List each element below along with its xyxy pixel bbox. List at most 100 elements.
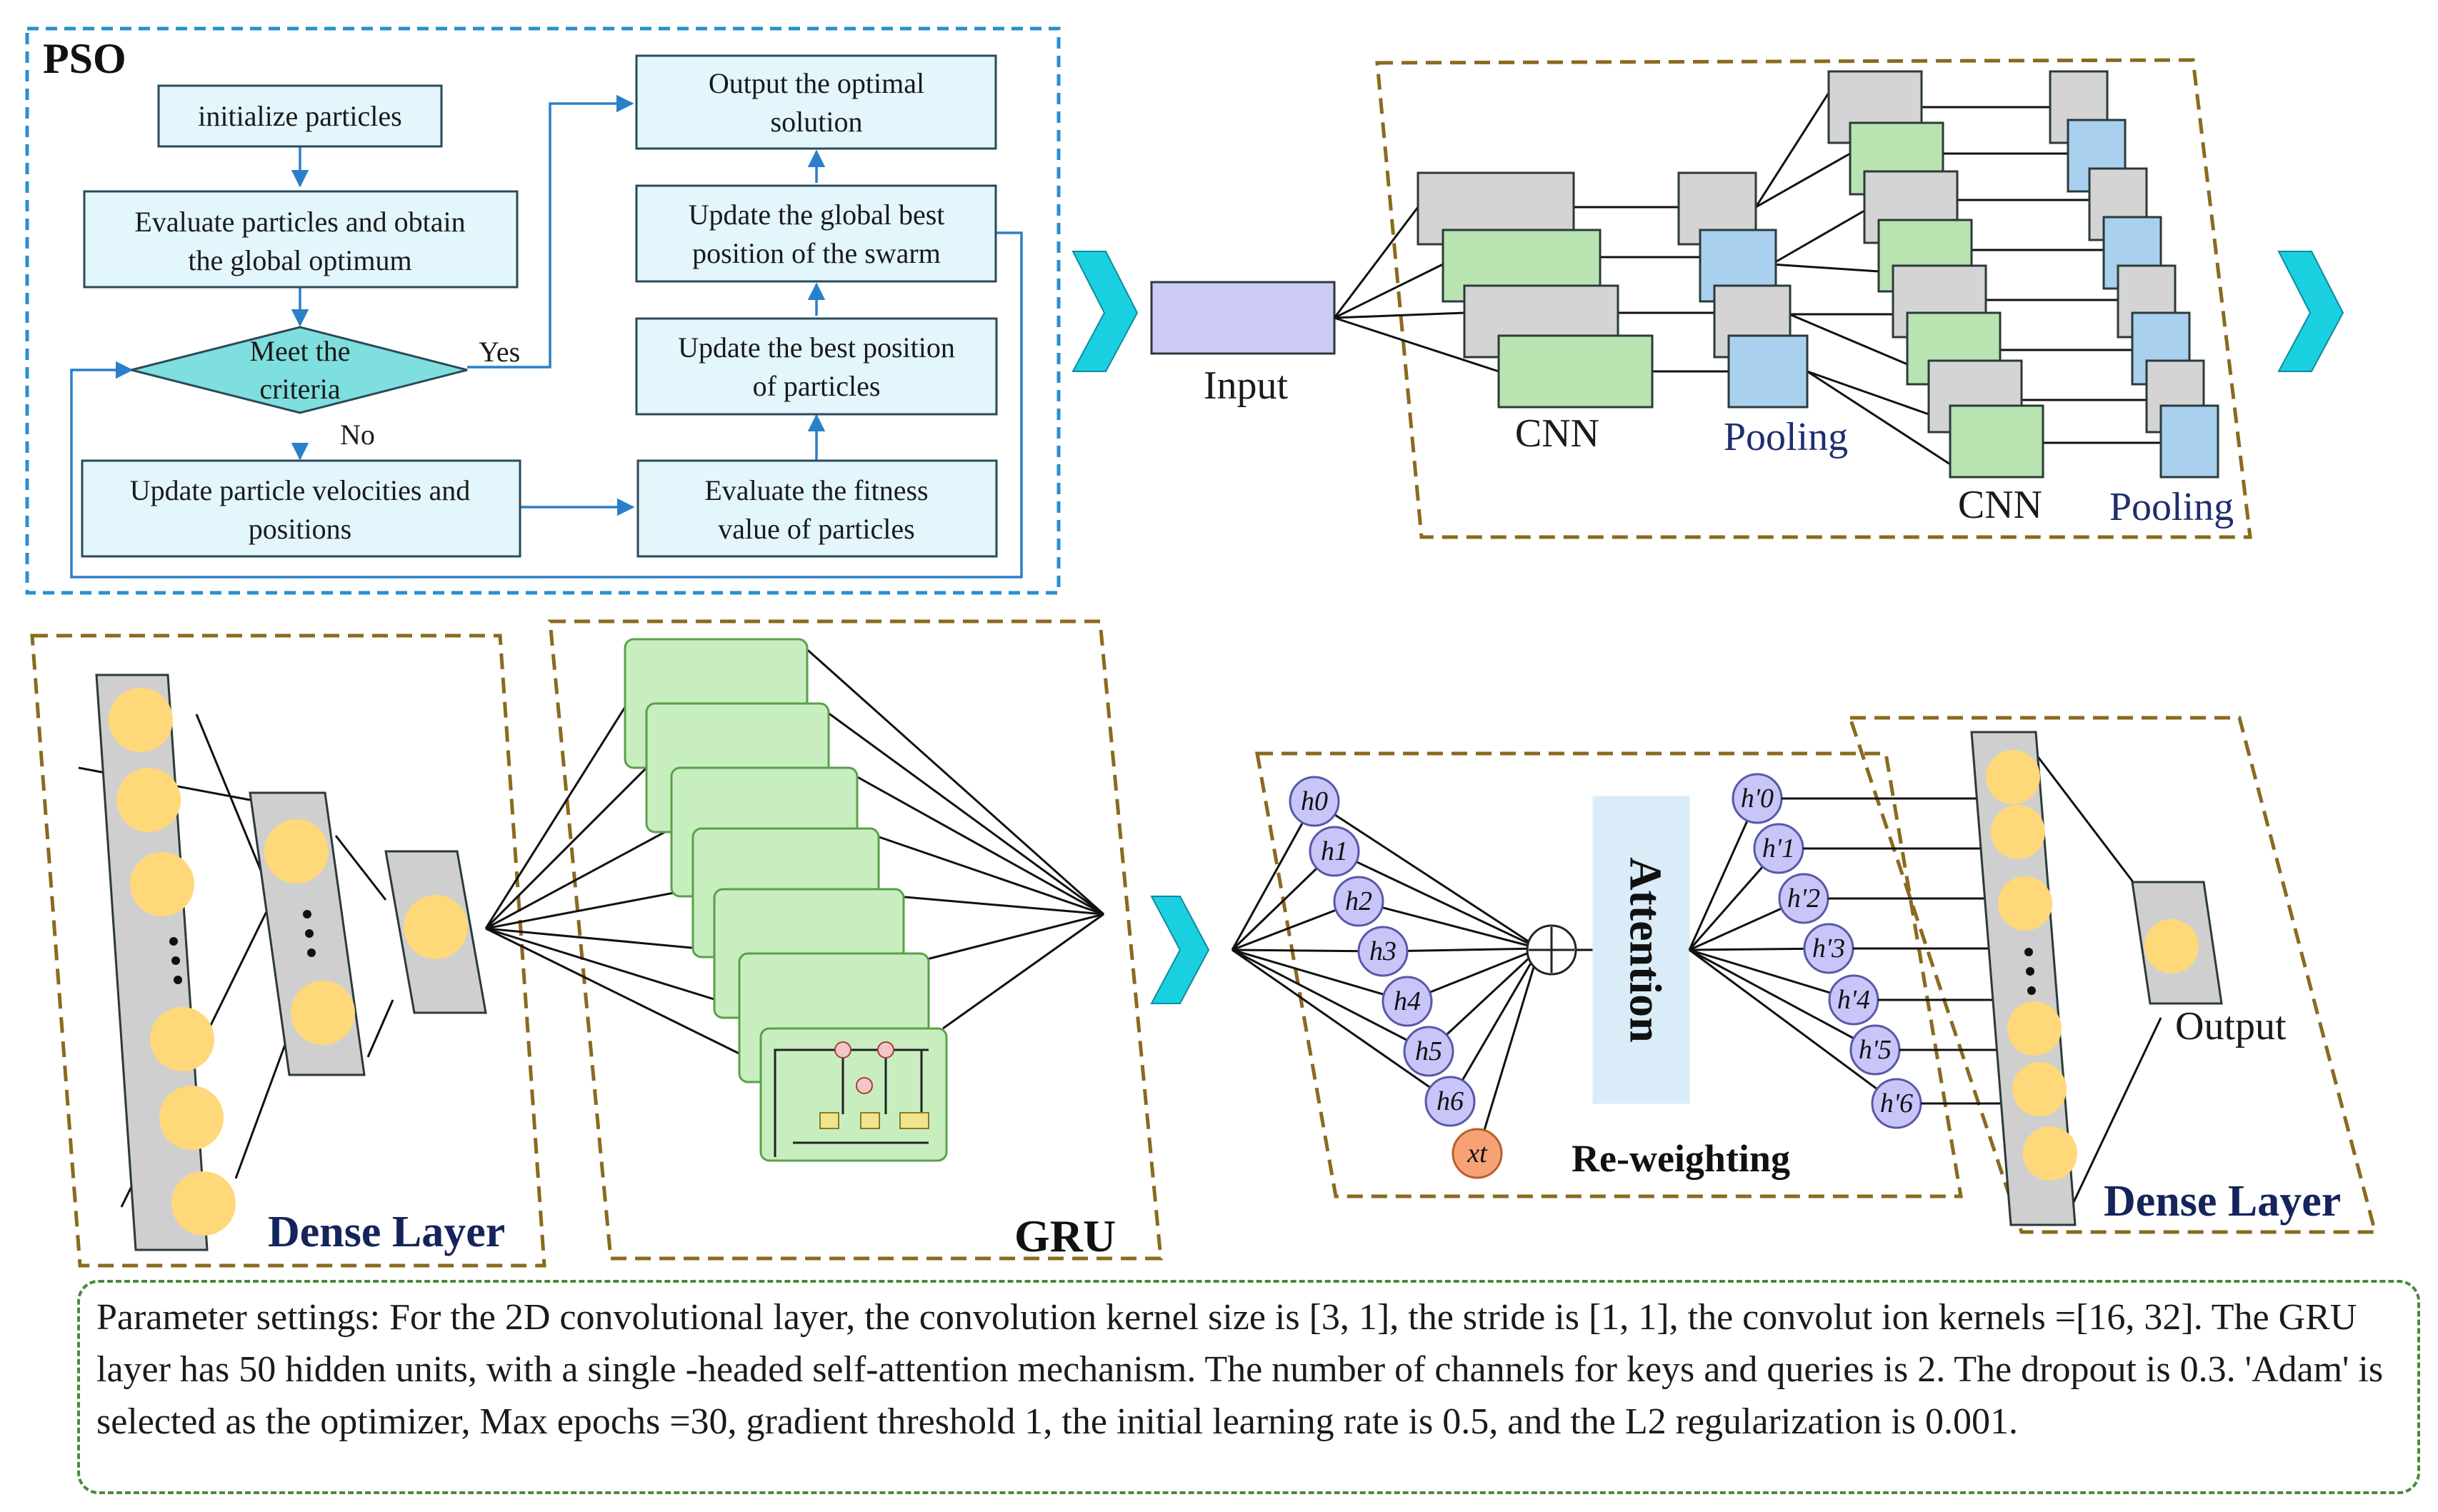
gru-cells: [624, 638, 948, 1162]
init-box: [157, 84, 443, 148]
hidden-label: h1: [1321, 836, 1348, 866]
update-global-box: [635, 184, 997, 283]
hidden-node: [1333, 876, 1384, 927]
add-op-icon: [877, 1041, 894, 1058]
dense-left-label: Dense Layer: [268, 1208, 505, 1256]
dense-left-column: [95, 674, 209, 1251]
hidden-label: h3: [1369, 936, 1397, 966]
hidden-node: [1289, 776, 1340, 827]
neuron: [404, 895, 468, 959]
hidden-label: h6: [1437, 1086, 1464, 1116]
parameter-settings-text: Parameter settings: For the 2D convoluti…: [96, 1297, 2384, 1442]
dense-left-border: [30, 634, 546, 1268]
hidden-node: [1403, 1026, 1454, 1077]
hidden-prime-label: h'5: [1859, 1035, 1892, 1065]
neuron: [291, 981, 355, 1045]
update-global-text-2: position of the swarm: [692, 237, 941, 269]
hidden-prime-label: h'6: [1880, 1088, 1913, 1118]
multiply-op-icon: [834, 1041, 851, 1058]
xt-node: [1452, 1128, 1503, 1179]
input-fan-lines: [1333, 206, 1499, 373]
gru-cell: [759, 1027, 948, 1162]
attention-block: [1592, 796, 1690, 1104]
hidden-nodes: [1289, 776, 1503, 1179]
xt-label: xt: [1467, 1138, 1488, 1168]
yes-label: Yes: [479, 336, 520, 368]
chevron-arrow-icon: [1071, 251, 1139, 372]
criteria-text-1: Meet the: [249, 335, 350, 367]
chevron-arrow-icon: [2277, 251, 2344, 372]
hidden-prime-nodes: [1732, 773, 1922, 1129]
cnn-block-green: [1497, 334, 1654, 409]
dense-right-label: Dense Layer: [2104, 1177, 2341, 1226]
output-label: Output: [2175, 1004, 2287, 1048]
ellipsis-dots: [169, 910, 316, 984]
chevron-arrow-icon: [1150, 896, 1210, 1004]
gru-border: [548, 619, 1163, 1261]
gru-fan-in: [484, 706, 761, 1066]
neuron: [2012, 1062, 2067, 1116]
cnn-label-2: CNN: [1958, 483, 2042, 527]
multiply-op-icon: [856, 1077, 873, 1094]
hidden-node: [1382, 976, 1433, 1027]
neuron: [1991, 805, 2045, 859]
dense-right-border: [1847, 716, 2378, 1234]
output-text-2: solution: [771, 106, 863, 138]
neuron: [2023, 1126, 2077, 1181]
hidden-prime-labels: h'0 h'1 h'2 h'3 h'4 h'5 h'6: [1741, 783, 1913, 1118]
neuron: [264, 819, 329, 883]
criteria-text-2: criteria: [259, 373, 340, 405]
neuron: [109, 688, 173, 752]
init-text: initialize particles: [198, 100, 401, 132]
criteria-diamond: [131, 326, 468, 414]
hidden-label: h0: [1301, 786, 1328, 816]
neuron: [2007, 1001, 2062, 1056]
reweighting-label: Re-weighting: [1572, 1137, 1790, 1180]
cnn-pool-links-1: [1572, 206, 1729, 373]
update-best-text-1: Update the best position: [678, 331, 955, 364]
neuron: [1998, 876, 2052, 931]
evaluate-fitness-text-1: Evaluate the fitness: [704, 474, 928, 506]
cnn-label-1: CNN: [1515, 411, 1599, 456]
dense-left-panel: Dense Layer: [30, 634, 546, 1268]
neuron: [150, 1007, 214, 1071]
output-text-1: Output the optimal: [709, 67, 924, 99]
hidden-node: [1309, 826, 1360, 877]
cnn-pool-links-2: [1922, 106, 2161, 444]
update-global-text-1: Update the global best: [689, 199, 945, 231]
hidden-prime-label: h'1: [1762, 833, 1795, 863]
update-velocity-text-2: positions: [249, 513, 351, 545]
input-label: Input: [1204, 364, 1289, 408]
hidden-label: h5: [1415, 1036, 1442, 1066]
attention-fan-in: [1231, 801, 1451, 1103]
neuron: [1986, 750, 2040, 804]
pooling-label-2: Pooling: [2109, 485, 2234, 529]
neuron: [171, 1171, 236, 1236]
neuron: [130, 852, 194, 916]
dense-left-nodes: [109, 688, 468, 1236]
hidden-prime-label: h'2: [1787, 883, 1820, 913]
no-label: No: [340, 419, 375, 451]
attention-label: Attention: [1620, 857, 1671, 1043]
update-velocity-text-1: Update particle velocities and: [130, 474, 470, 506]
update-velocity-box: [81, 459, 521, 558]
hidden-label: h2: [1345, 886, 1372, 916]
gru-panel: GRU: [484, 619, 1163, 1261]
ellipsis-dots: [2024, 948, 2036, 995]
pso-connectors: [70, 94, 1023, 579]
sigma-gate-icon: [819, 1112, 839, 1129]
input-block: [1150, 281, 1336, 355]
gru-label: GRU: [1014, 1211, 1116, 1261]
pool-block-blue: [1727, 334, 1809, 409]
parameter-settings-box: [77, 1280, 2420, 1494]
dense-right-nodes: [1986, 750, 2199, 1181]
neuron: [2144, 919, 2199, 973]
pooling-label-1: Pooling: [1724, 415, 1848, 459]
output-box: [635, 54, 997, 150]
hidden-prime-label: h'0: [1741, 783, 1774, 813]
attention-border: [1255, 751, 1963, 1198]
hidden-node: [1357, 926, 1409, 977]
pool-cnn-links: [1754, 92, 1951, 466]
gru-fan-out: [803, 645, 1104, 1030]
